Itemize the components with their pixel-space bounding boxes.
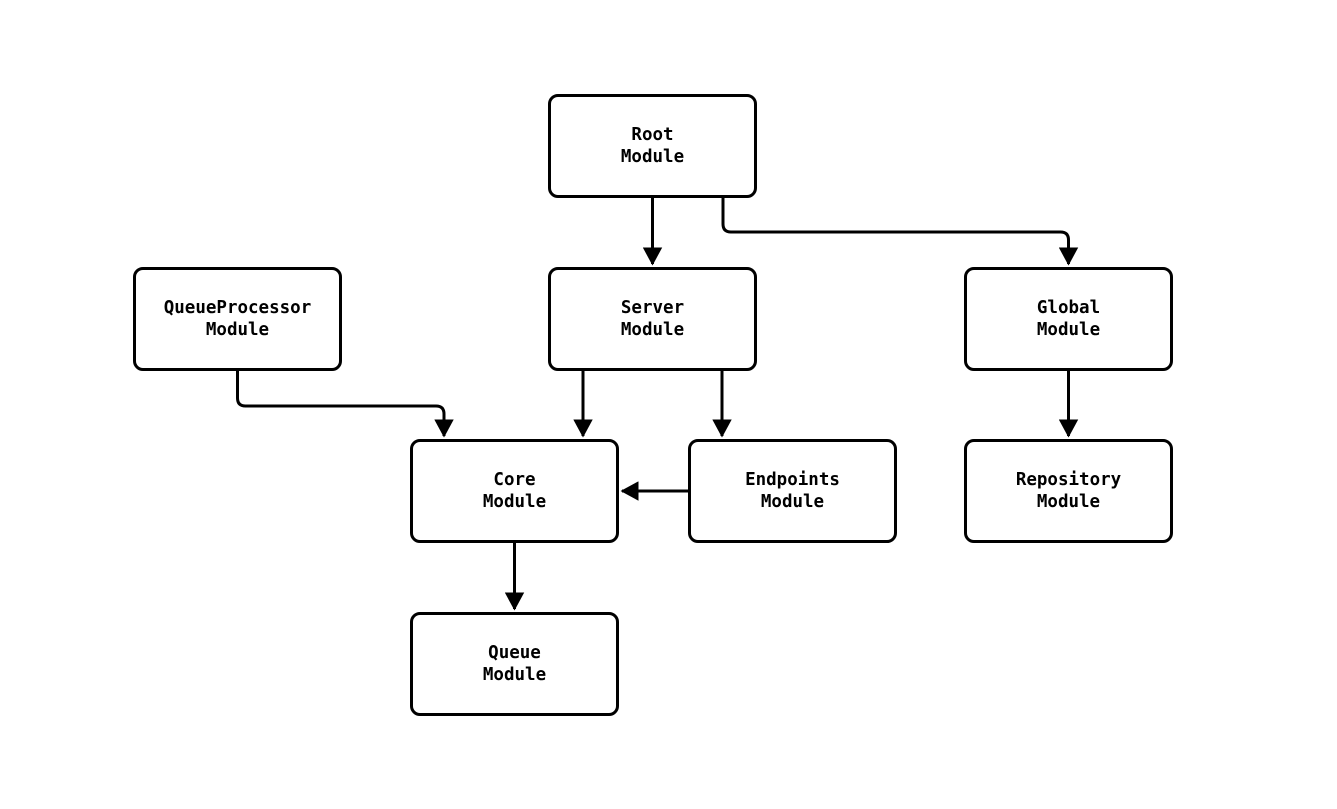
edge-root-to-global — [721, 198, 1079, 266]
edge-queueprocessor-to-core — [236, 371, 454, 438]
node-queueprocessor-module: QueueProcessor Module — [133, 267, 342, 371]
node-repository-module: Repository Module — [964, 439, 1173, 543]
node-endpoints-module: Endpoints Module — [688, 439, 897, 543]
node-global-module: Global Module — [964, 267, 1173, 371]
node-queue-module: Queue Module — [410, 612, 619, 716]
node-core-module: Core Module — [410, 439, 619, 543]
node-server-module: Server Module — [548, 267, 757, 371]
node-root-module: Root Module — [548, 94, 757, 198]
